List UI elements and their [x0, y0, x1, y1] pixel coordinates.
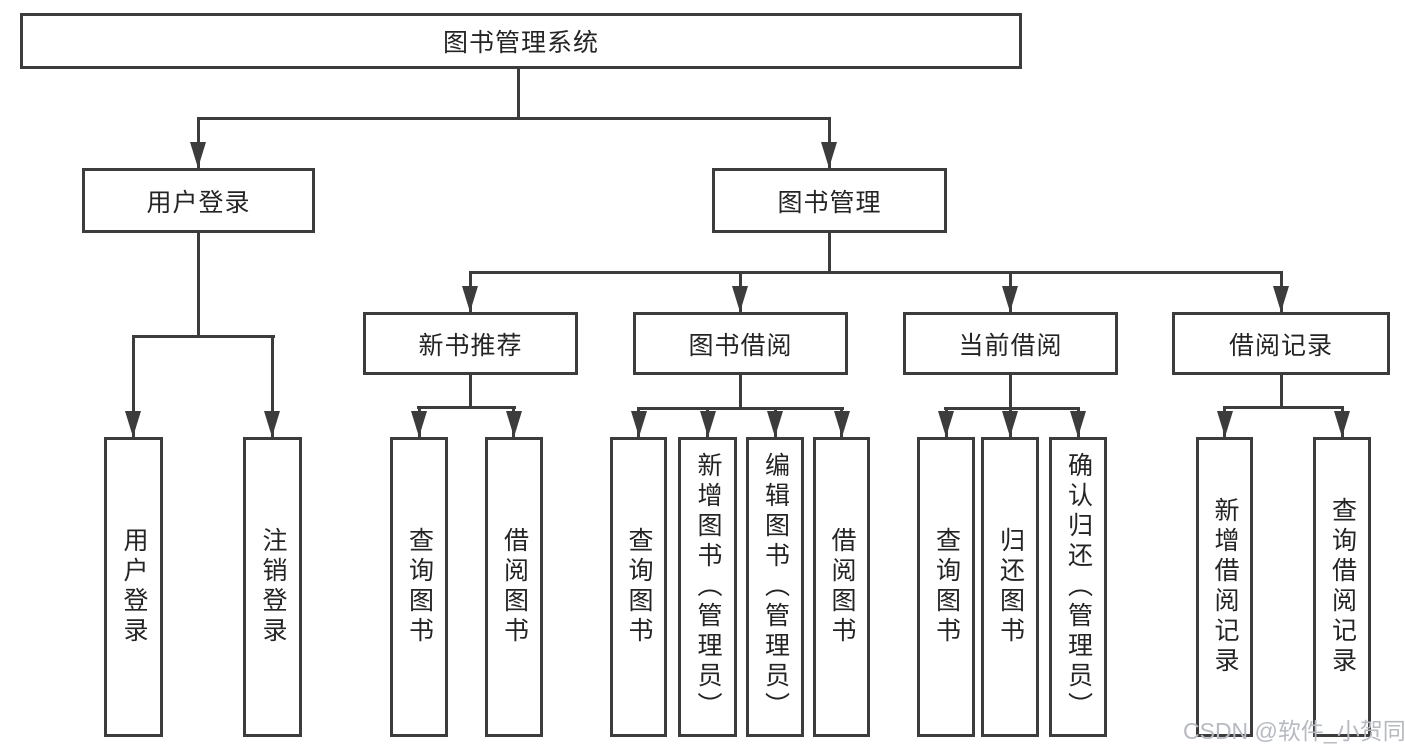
connector-records-trunk: [1280, 375, 1283, 406]
connector-borrowing-trunk: [739, 375, 742, 407]
leaf-node-search-borrow-record: 查询借阅记录: [1313, 437, 1371, 737]
leaf-label: 查询借阅记录: [1328, 497, 1357, 677]
connector-recommend-rail: [417, 406, 516, 409]
arrow-down-icon: [190, 142, 206, 168]
leaf-label: 借阅图书: [828, 527, 856, 647]
arrow-down-icon: [732, 286, 748, 312]
leaf-label: 新增借阅记录: [1211, 497, 1239, 677]
leaf-node-add-book-admin: 新增图书（管理员）: [678, 437, 737, 737]
arrow-down-icon: [631, 411, 647, 437]
arrow-down-icon: [1334, 411, 1350, 437]
arrow-down-icon: [1273, 286, 1289, 312]
arrow-down-icon: [411, 411, 427, 437]
connector-management-trunk: [828, 233, 831, 271]
leaf-node-add-borrow-record: 新增借阅记录: [1196, 437, 1253, 737]
connector-current-rail: [944, 407, 1080, 410]
connector-management-rail: [469, 271, 1282, 274]
connector-root-rail: [197, 117, 831, 120]
connector-login-trunk: [197, 233, 200, 335]
arrow-down-icon: [1070, 411, 1086, 437]
connector-current-trunk: [1009, 375, 1012, 407]
leaf-label: 编辑图书（管理员）: [761, 452, 790, 722]
node-book-management: 图书管理: [712, 168, 947, 233]
arrow-down-icon: [821, 142, 837, 168]
root-node-library-system: 图书管理系统: [20, 13, 1022, 69]
leaf-label: 新增图书（管理员）: [694, 452, 722, 722]
leaf-node-logout: 注销登录: [243, 437, 302, 737]
arrow-down-icon: [125, 411, 141, 437]
leaf-node-search-books-current: 查询图书: [917, 437, 975, 737]
connector-recommend-trunk: [469, 375, 472, 406]
leaf-node-search-books-borrowing: 查询图书: [610, 437, 667, 737]
leaf-label: 查询图书: [932, 527, 961, 647]
node-book-borrowing: 图书借阅: [633, 312, 848, 375]
leaf-label: 确认归还（管理员）: [1064, 452, 1093, 722]
connector-stem: [132, 335, 135, 437]
connector-records-rail: [1223, 406, 1344, 409]
csdn-watermark: CSDN @软件_小贺同学: [1183, 718, 1405, 744]
arrow-down-icon: [767, 411, 783, 437]
connector-login-rail: [132, 335, 275, 338]
node-borrow-records: 借阅记录: [1172, 312, 1390, 375]
arrow-down-icon: [1002, 286, 1018, 312]
arrow-down-icon: [462, 286, 478, 312]
leaf-node-return-book: 归还图书: [981, 437, 1039, 737]
leaf-node-edit-book-admin: 编辑图书（管理员）: [746, 437, 804, 737]
node-new-book-recommend: 新书推荐: [363, 312, 578, 375]
arrow-down-icon: [1002, 411, 1018, 437]
leaf-label: 查询图书: [405, 527, 434, 647]
arrow-down-icon: [506, 411, 522, 437]
leaf-node-user-login: 用户登录: [104, 437, 163, 737]
arrow-down-icon: [700, 411, 716, 437]
leaf-node-confirm-return-admin: 确认归还（管理员）: [1049, 437, 1107, 737]
leaf-label: 注销登录: [259, 527, 287, 647]
arrow-down-icon: [264, 411, 280, 437]
leaf-label: 用户登录: [120, 527, 148, 647]
leaf-label: 归还图书: [996, 527, 1025, 647]
connector-borrowing-rail: [637, 407, 844, 410]
arrow-down-icon: [834, 411, 850, 437]
node-user-login: 用户登录: [82, 168, 315, 233]
leaf-node-search-books-recommend: 查询图书: [390, 437, 448, 737]
arrow-down-icon: [1217, 411, 1233, 437]
leaf-node-borrow-books-borrowing: 借阅图书: [813, 437, 870, 737]
leaf-label: 借阅图书: [500, 527, 529, 647]
node-current-borrowing: 当前借阅: [903, 312, 1118, 375]
arrow-down-icon: [938, 411, 954, 437]
leaf-label: 查询图书: [625, 527, 653, 647]
connector-root-trunk: [517, 69, 520, 117]
connector-stem: [271, 335, 274, 437]
leaf-node-borrow-books-recommend: 借阅图书: [485, 437, 543, 737]
